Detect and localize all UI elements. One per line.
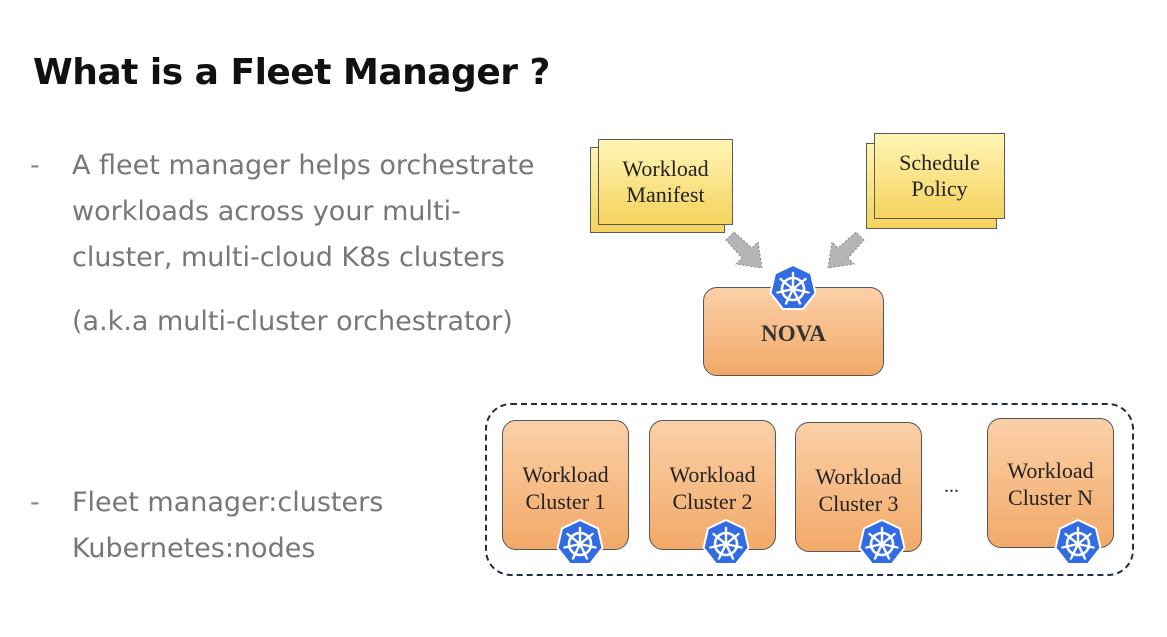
kubernetes-icon	[702, 518, 750, 566]
bullet-item: - Fleet manager:clusters Kubernetes:node…	[30, 480, 550, 572]
cluster-label-line1: Workload	[1007, 458, 1094, 483]
bullet-list-2: - Fleet manager:clusters Kubernetes:node…	[30, 480, 550, 572]
bullet-text: Fleet manager:clusters Kubernetes:nodes	[72, 487, 384, 564]
nova-label: NOVA	[761, 320, 826, 346]
cluster-label-line2: Cluster 2	[672, 489, 753, 514]
bullet-text: A fleet manager helps orchestrate worklo…	[72, 150, 535, 273]
arrow-policy-to-nova-icon	[827, 231, 865, 269]
workload-manifest-card: Workload Manifest	[598, 139, 733, 225]
policy-label-line2: Policy	[911, 176, 968, 201]
manifest-label-line2: Manifest	[626, 182, 705, 207]
bullet-item: - A fleet manager helps orchestrate work…	[30, 143, 550, 281]
workload-cluster-1: Workload Cluster 1	[502, 420, 629, 550]
bullet-dash: -	[30, 150, 40, 181]
arrow-manifest-to-nova-icon	[725, 231, 763, 269]
policy-label-line1: Schedule	[899, 150, 980, 175]
bullet-list: - A fleet manager helps orchestrate work…	[30, 143, 550, 345]
cluster-label-line1: Workload	[522, 462, 609, 487]
cluster-label-line2: Cluster N	[1008, 485, 1093, 510]
kubernetes-icon	[769, 263, 817, 311]
kubernetes-icon	[556, 518, 604, 566]
aka-note: (a.k.a multi-cluster orchestrator)	[72, 306, 513, 337]
schedule-policy-card: Schedule Policy	[874, 133, 1005, 219]
kubernetes-icon	[858, 518, 906, 566]
kubernetes-icon	[1054, 518, 1102, 566]
manifest-label-line1: Workload	[622, 156, 709, 181]
bullet-dash: -	[30, 487, 40, 518]
cluster-label-line1: Workload	[669, 462, 756, 487]
cluster-label-line2: Cluster 3	[818, 491, 899, 516]
cluster-label-line1: Workload	[815, 464, 902, 489]
clusters-container	[485, 403, 1134, 576]
clusters-ellipsis: ...	[944, 475, 959, 497]
cluster-label-line2: Cluster 1	[525, 489, 606, 514]
slide-title: What is a Fleet Manager ?	[33, 52, 550, 93]
